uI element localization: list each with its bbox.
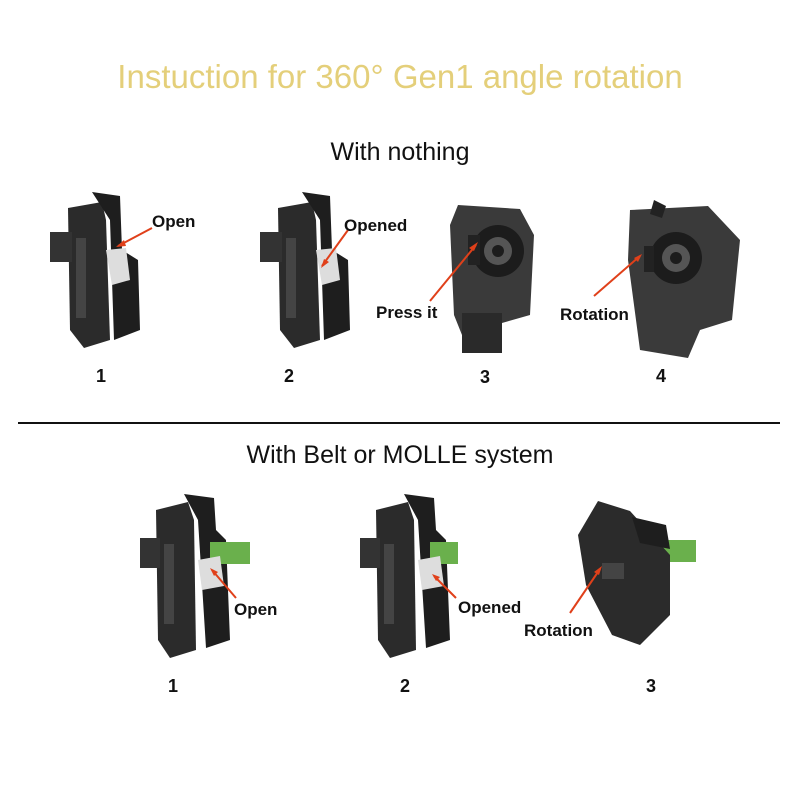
step-number: 2 <box>284 366 295 386</box>
holster-side-icon <box>50 192 140 348</box>
step-callout: Open <box>152 212 196 231</box>
step-2-2: Opened 2 <box>360 490 540 696</box>
step-1-4: Rotation 4 <box>558 200 758 386</box>
step-callout: Open <box>234 600 278 619</box>
step-number: 1 <box>168 676 179 696</box>
pointer-arrow-icon <box>116 227 153 247</box>
step-number: 2 <box>400 676 411 696</box>
step-callout: Opened <box>458 598 522 617</box>
step-callout: Rotation <box>524 621 593 640</box>
step-number: 3 <box>646 676 657 696</box>
section-heading-with-nothing: With nothing <box>330 138 470 166</box>
step-1-1: Open 1 <box>40 190 200 386</box>
step-callout: Press it <box>376 303 438 322</box>
holster-belt-rotated-icon <box>578 501 696 645</box>
holster-belt-icon <box>360 494 458 658</box>
section-heading-belt-molle: With Belt or MOLLE system <box>246 441 554 469</box>
pointer-arrow-icon <box>432 574 457 599</box>
step-callout: Opened <box>344 216 408 235</box>
section-divider <box>18 422 780 424</box>
step-number: 1 <box>96 366 107 386</box>
pointer-arrow-icon <box>593 254 642 297</box>
step-number: 4 <box>656 366 667 386</box>
step-number: 3 <box>480 367 491 387</box>
holster-rotated-icon <box>628 200 740 358</box>
page-title: Instuction for 360° Gen1 angle rotation <box>117 58 683 95</box>
step-callout: Rotation <box>560 305 629 324</box>
pointer-arrow-icon <box>210 568 237 599</box>
holster-rotation-dial-icon <box>450 205 534 353</box>
pointer-arrow-icon <box>429 242 478 302</box>
holster-side-icon <box>260 192 350 348</box>
step-2-1: Open 1 <box>140 490 320 696</box>
holster-belt-icon <box>140 494 250 658</box>
step-1-2: Opened 2 <box>250 190 410 386</box>
pointer-arrow-icon <box>321 229 349 268</box>
step-1-3: Press it 3 <box>370 205 550 387</box>
step-2-3: Rotation 3 <box>520 495 720 696</box>
pointer-arrow-icon <box>569 566 602 614</box>
